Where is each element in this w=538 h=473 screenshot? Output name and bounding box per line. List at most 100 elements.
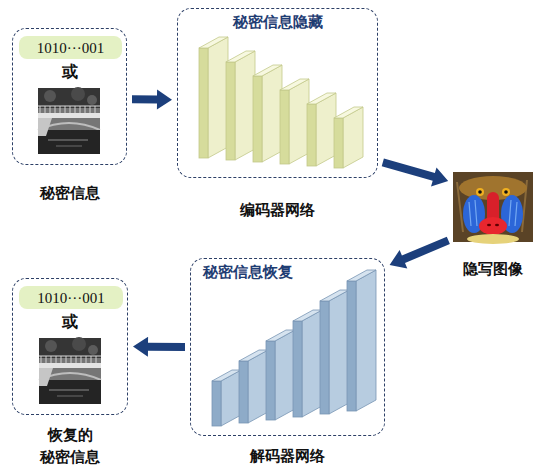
rail-post [40, 106, 41, 113]
caption-label: 秘密信息 [40, 184, 100, 202]
rail-post [70, 106, 71, 113]
layer-edge [199, 48, 208, 158]
rail-post [46, 356, 47, 363]
photo-ground [39, 338, 101, 404]
bit-string: 1010···001 [19, 36, 122, 59]
rail-post [95, 106, 96, 113]
layer-edge [307, 104, 316, 166]
layer-edge [280, 90, 289, 164]
layer-top [266, 330, 295, 341]
layer-top [293, 310, 322, 321]
layer-face [316, 93, 336, 166]
water [38, 130, 100, 154]
tree [71, 87, 85, 101]
rail-post [85, 106, 86, 113]
nostril [487, 224, 491, 227]
flow-arrow [382, 159, 449, 187]
flow-arrow [132, 90, 172, 110]
encoder-box: 秘密信息隐藏编码器网络 [177, 8, 378, 178]
network-layers [199, 37, 363, 168]
decoder-box: 秘密信息恢复解码器网络 [190, 258, 385, 436]
layer-edge [266, 341, 275, 420]
eye [502, 188, 510, 196]
layer-top [280, 79, 309, 90]
rail [39, 355, 101, 356]
layer-edge [239, 361, 248, 423]
muzzle [479, 217, 507, 235]
layer-top [253, 65, 282, 76]
nostril [495, 224, 499, 227]
bit-string-pill: 1010···001 [19, 286, 123, 309]
input-box: 或秘密信息1010···001 [12, 28, 127, 165]
caption-label: 隐写图像 [463, 260, 523, 278]
beard [467, 234, 519, 244]
box-text: 或 [13, 62, 126, 81]
layer-top [212, 370, 241, 381]
rail-post [41, 356, 42, 363]
rail-post [80, 106, 81, 113]
trees [39, 338, 101, 358]
layer-top [320, 290, 349, 301]
rail-post [60, 106, 61, 113]
rail-post [76, 356, 77, 363]
layer-edge [212, 381, 221, 426]
layer-top [226, 51, 255, 62]
rail-post [61, 356, 62, 363]
layer-edge [293, 321, 302, 417]
flow-arrow [133, 337, 185, 357]
bank [39, 368, 53, 386]
rail-post [96, 356, 97, 363]
rail-post [66, 356, 67, 363]
layer-face [262, 65, 282, 162]
output-box: 或恢复的 秘密信息1010···001 [12, 278, 128, 415]
layer-edge [334, 118, 343, 168]
layer-top [307, 93, 336, 104]
reflection [49, 390, 89, 391]
trees [38, 88, 100, 108]
rail-post [86, 356, 87, 363]
tree [45, 340, 57, 352]
layer-edge [320, 301, 329, 414]
deck [38, 113, 100, 118]
layer-edge [226, 62, 235, 160]
layer-face [235, 51, 255, 160]
mandrill-photo [453, 172, 533, 244]
flow-arrow [390, 237, 450, 269]
layer-edge [347, 281, 356, 411]
deck [39, 363, 101, 368]
pupil [504, 190, 508, 194]
layer-face [302, 310, 322, 417]
tree [44, 90, 56, 102]
rail [38, 105, 100, 106]
bank [38, 118, 52, 136]
layer-face [208, 37, 228, 158]
fur [453, 172, 533, 242]
caption-label: 编码器网络 [240, 201, 315, 219]
rail-post [50, 106, 51, 113]
pupil [478, 190, 482, 194]
box-text: 秘密信息恢复 [203, 263, 293, 281]
reflection [57, 396, 83, 397]
bit-string: 1010···001 [19, 286, 123, 309]
photo-ground [38, 88, 100, 154]
rail-post [81, 356, 82, 363]
box-text: 或 [13, 312, 127, 331]
rail-post [75, 106, 76, 113]
reflection [56, 146, 82, 147]
layer-top [199, 37, 228, 48]
bridge-photo [38, 87, 100, 154]
rail-post [90, 106, 91, 113]
network-layers [212, 270, 376, 426]
rail-post [45, 106, 46, 113]
layer-face [275, 330, 295, 420]
stego-image-frame: 隐写图像 [453, 172, 533, 242]
rail-post [51, 356, 52, 363]
rail-post [71, 356, 72, 363]
tree [87, 95, 97, 105]
rail-post [55, 106, 56, 113]
box-text: 秘密信息隐藏 [178, 13, 377, 31]
layer-face [289, 79, 309, 164]
